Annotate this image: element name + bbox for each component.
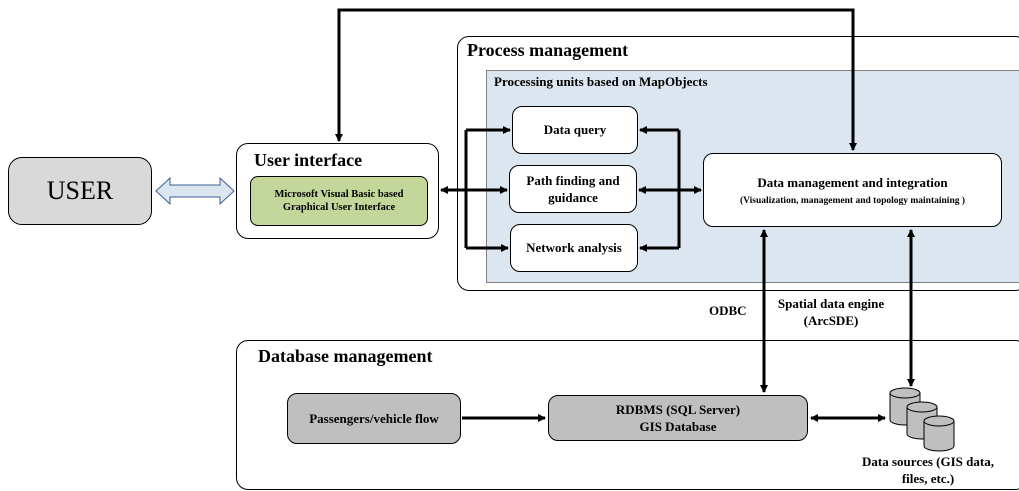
- top-loop-arrow: [335, 8, 857, 151]
- data-management-subtitle: (Visualization, management and topology …: [739, 195, 966, 206]
- data-management-title: Data management and integration: [757, 174, 948, 190]
- processing-units-title: Processing units based on MapObjects: [494, 74, 708, 89]
- path-finding-line1: Path finding and: [526, 173, 620, 188]
- database-cylinder-icon: [923, 415, 955, 452]
- rdbms-box: RDBMS (SQL Server) GIS Database: [548, 395, 808, 441]
- gui-line1: Microsoft Visual Basic based: [274, 189, 404, 200]
- data-query-label: Data query: [543, 122, 607, 137]
- user-interface-title: User interface: [254, 150, 363, 170]
- network-analysis-box: Network analysis: [510, 224, 638, 272]
- path-finding-line2: guidance: [548, 190, 598, 205]
- passengers-flow-label: Passengers/vehicle flow: [309, 410, 439, 426]
- data-management-box: Data management and integration (Visuali…: [703, 153, 1002, 227]
- passengers-flow-box: Passengers/vehicle flow: [287, 393, 461, 444]
- data-sources-label: Data sources (GIS data, files, etc.): [838, 453, 1018, 487]
- data-sources-line2: files, etc.): [901, 471, 955, 486]
- database-management-title: Database management: [258, 346, 433, 366]
- rdbms-line1: RDBMS (SQL Server): [615, 402, 741, 417]
- spatial-engine-label: Spatial data engine (ArcSDE): [776, 295, 886, 329]
- path-finding-box: Path finding and guidance: [509, 165, 637, 213]
- data-sources-icon: [889, 387, 955, 452]
- process-management-title: Process management: [467, 40, 629, 60]
- spatial-engine-line2: (ArcSDE): [803, 313, 859, 328]
- user-ui-double-arrow: [155, 176, 235, 206]
- user-label: USER: [46, 176, 114, 205]
- rdbms-line2: GIS Database: [639, 419, 717, 434]
- user-box: USER: [8, 157, 152, 225]
- gui-line2: Graphical User Interface: [282, 202, 396, 213]
- spatial-engine-line1: Spatial data engine: [777, 296, 885, 311]
- network-analysis-label: Network analysis: [526, 240, 622, 255]
- data-sources-line1: Data sources (GIS data,: [862, 454, 994, 469]
- odbc-label: ODBC: [709, 303, 747, 318]
- gui-box: Microsoft Visual Basic based Graphical U…: [250, 176, 428, 226]
